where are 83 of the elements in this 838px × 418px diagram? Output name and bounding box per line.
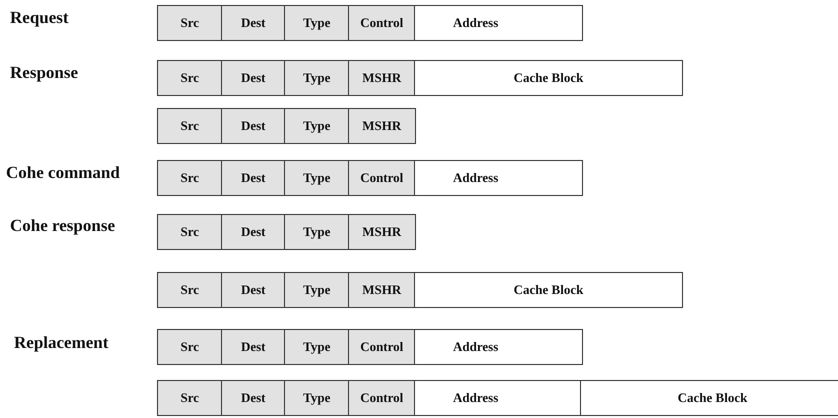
header-field-cell	[157, 272, 222, 308]
field-name: Type	[303, 15, 330, 31]
header-field-cell	[348, 5, 416, 41]
field-name: Type	[303, 390, 330, 406]
header-field-cell	[157, 160, 222, 196]
header-field-cell	[221, 272, 286, 308]
header-field-cell	[157, 329, 222, 365]
header-field-cell	[221, 329, 286, 365]
field-name: Dest	[240, 282, 266, 298]
field-name: Dest	[240, 339, 266, 355]
header-field-cell	[157, 60, 222, 96]
header-field-cell	[348, 160, 416, 196]
field-name: MSHR	[362, 282, 402, 298]
field-name: Type	[303, 224, 330, 240]
field-name: Dest	[240, 224, 266, 240]
field-name: Dest	[240, 170, 266, 186]
field-name: Type	[303, 170, 330, 186]
message-type-label: Request	[10, 8, 69, 28]
payload-field-cell	[580, 380, 838, 416]
message-type-label: Response	[10, 63, 78, 83]
field-name: Src	[180, 15, 200, 31]
header-field-cell	[284, 5, 350, 41]
header-field-cell	[157, 380, 222, 416]
message-type-label: Cohe response	[10, 216, 115, 236]
field-name: Address	[453, 390, 498, 406]
field-name: Control	[360, 170, 404, 186]
header-field-cell	[284, 160, 350, 196]
field-name: MSHR	[362, 70, 402, 86]
field-name: Cache Block	[514, 70, 584, 86]
field-name: Control	[360, 390, 404, 406]
header-field-cell	[157, 214, 222, 250]
field-name: Cache Block	[514, 282, 584, 298]
field-name: Src	[180, 339, 200, 355]
header-field-cell	[221, 5, 286, 41]
header-field-cell	[284, 108, 350, 144]
header-field-cell	[284, 60, 350, 96]
field-name: MSHR	[362, 118, 402, 134]
payload-field-cell	[414, 380, 582, 416]
field-name: Address	[453, 339, 498, 355]
payload-field-cell	[414, 329, 583, 365]
field-name: Cache Block	[678, 390, 748, 406]
field-name: Control	[360, 15, 404, 31]
header-field-cell	[284, 329, 350, 365]
header-field-cell	[284, 272, 350, 308]
payload-field-cell	[414, 5, 583, 41]
field-name: Src	[180, 282, 200, 298]
header-field-cell	[157, 5, 222, 41]
header-field-cell	[221, 380, 286, 416]
header-field-cell	[221, 214, 286, 250]
field-name: Src	[180, 118, 200, 134]
header-field-cell	[348, 272, 416, 308]
field-name: MSHR	[362, 224, 402, 240]
field-name: Src	[180, 224, 200, 240]
header-field-cell	[157, 108, 222, 144]
header-field-cell	[284, 214, 350, 250]
payload-field-cell	[414, 272, 683, 308]
header-field-cell	[348, 60, 416, 96]
field-name: Type	[303, 339, 330, 355]
field-name: Address	[453, 170, 498, 186]
header-field-cell	[348, 214, 416, 250]
payload-field-cell	[414, 160, 583, 196]
field-name: Dest	[240, 70, 266, 86]
header-field-cell	[221, 60, 286, 96]
field-name: Dest	[240, 390, 266, 406]
field-name: Src	[180, 390, 200, 406]
field-name: Dest	[240, 118, 266, 134]
header-field-cell	[284, 380, 350, 416]
field-name: Control	[360, 339, 404, 355]
field-name: Address	[453, 15, 498, 31]
message-type-label: Cohe command	[6, 163, 120, 183]
message-type-label: Replacement	[14, 333, 108, 353]
field-name: Src	[180, 170, 200, 186]
field-name: Src	[180, 70, 200, 86]
payload-field-cell	[414, 60, 683, 96]
header-field-cell	[348, 108, 416, 144]
field-name: Type	[303, 282, 330, 298]
field-name: Type	[303, 118, 330, 134]
field-name: Type	[303, 70, 330, 86]
header-field-cell	[221, 160, 286, 196]
header-field-cell	[221, 108, 286, 144]
header-field-cell	[348, 380, 416, 416]
header-field-cell	[348, 329, 416, 365]
field-name: Dest	[240, 15, 266, 31]
